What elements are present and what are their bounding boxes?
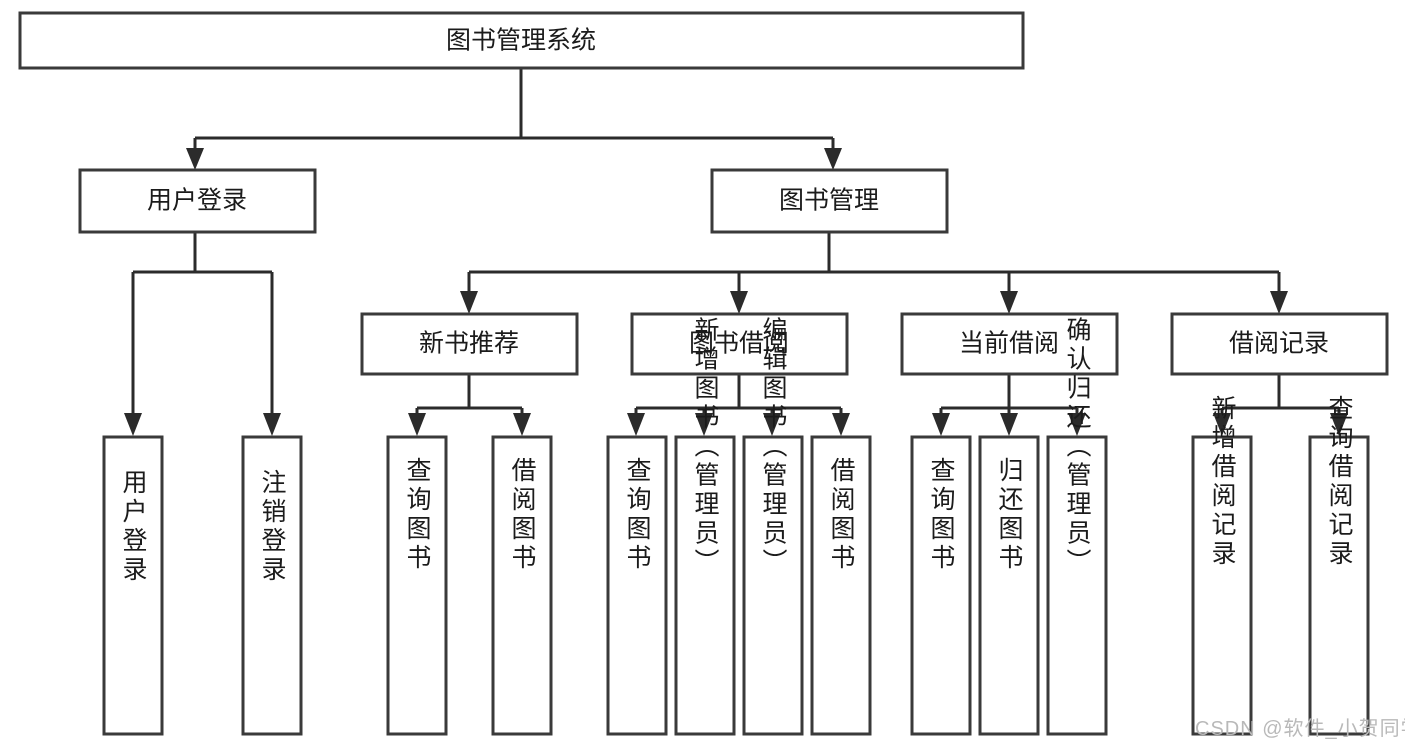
node-leaf-query-book-2-box[interactable] <box>606 435 668 736</box>
arrow-head-new-book-recommend <box>460 291 478 314</box>
node-leaf-user-login-label: 用户登录 <box>119 469 148 585</box>
node-leaf-edit-book[interactable]: 编辑图书（管理员） <box>742 317 804 736</box>
arrow-head-book-manage <box>824 148 842 170</box>
node-leaf-borrow-book-1[interactable]: 借阅图书 <box>491 435 553 736</box>
node-root-label: 图书管理系统 <box>446 27 596 55</box>
node-leaf-borrow-book-1-box[interactable] <box>491 435 553 736</box>
node-book-manage[interactable]: 图书管理 <box>710 168 949 234</box>
node-book-manage-box[interactable] <box>710 168 949 234</box>
node-leaf-query-book-1-label: 查询图书 <box>403 457 432 573</box>
node-leaf-add-book[interactable]: 新增图书（管理员） <box>674 317 736 736</box>
arrow-head-leaf-borrow-book-2 <box>832 413 850 436</box>
node-new-book-recommend-label: 新书推荐 <box>419 330 519 358</box>
arrow-head-leaf-query-book-1 <box>408 413 426 436</box>
node-new-book-recommend[interactable]: 新书推荐 <box>360 312 579 376</box>
node-user-login-box[interactable] <box>78 168 317 234</box>
node-leaf-add-record-box[interactable] <box>1191 435 1253 736</box>
node-leaf-query-book-3-box[interactable] <box>910 435 972 736</box>
node-leaf-query-book-3-label: 查询图书 <box>927 457 956 573</box>
node-leaf-return-book[interactable]: 归还图书 <box>978 435 1040 736</box>
node-leaf-edit-book-label: 编辑图书（管理员） <box>759 317 788 578</box>
node-leaf-confirm-return[interactable]: 确认归还（管理员） <box>1046 317 1108 736</box>
node-leaf-confirm-return-label: 确认归还（管理员） <box>1063 317 1092 578</box>
arrow-head-leaf-confirm-return <box>1068 413 1086 436</box>
arrow-head-leaf-add-record <box>1213 413 1231 436</box>
node-current-borrow-box[interactable] <box>900 312 1119 376</box>
arrow-head-leaf-query-book-3 <box>932 413 950 436</box>
node-leaf-edit-book-box[interactable] <box>742 435 804 736</box>
node-leaf-borrow-book-2-box[interactable] <box>810 435 872 736</box>
node-leaf-query-book-1[interactable]: 查询图书 <box>386 435 448 736</box>
arrow-head-leaf-add-book <box>695 413 713 436</box>
arrow-head-book-borrow <box>730 291 748 314</box>
node-book-manage-label: 图书管理 <box>779 187 879 215</box>
node-leaf-add-record-label: 新增借阅记录 <box>1208 395 1237 569</box>
node-leaf-query-record[interactable]: 查询借阅记录 <box>1308 395 1370 736</box>
node-leaf-logout[interactable]: 注销登录 <box>241 435 303 736</box>
node-leaf-query-record-box[interactable] <box>1308 435 1370 736</box>
arrow-head-leaf-user-login <box>124 413 142 436</box>
node-leaf-add-record[interactable]: 新增借阅记录 <box>1191 395 1253 736</box>
arrow-head-current-borrow <box>1000 291 1018 314</box>
node-leaf-user-login-box[interactable] <box>102 435 164 736</box>
arrow-head-leaf-query-book-2 <box>627 413 645 436</box>
node-leaf-query-record-label: 查询借阅记录 <box>1325 395 1354 569</box>
node-leaf-query-book-1-box[interactable] <box>386 435 448 736</box>
node-leaf-query-book-2[interactable]: 查询图书 <box>606 435 668 736</box>
node-book-borrow-box[interactable] <box>630 312 849 376</box>
arrow-head-leaf-borrow-book-1 <box>513 413 531 436</box>
node-leaf-borrow-book-2-label: 借阅图书 <box>827 457 856 573</box>
node-current-borrow-label: 当前借阅 <box>959 330 1059 358</box>
arrow-head-leaf-return-book <box>1000 413 1018 436</box>
node-leaf-borrow-book-2[interactable]: 借阅图书 <box>810 435 872 736</box>
node-current-borrow[interactable]: 当前借阅 <box>900 312 1119 376</box>
node-root-box[interactable] <box>18 11 1025 70</box>
node-leaf-add-book-label: 新增图书（管理员） <box>691 317 720 578</box>
arrow-head-leaf-edit-book <box>763 413 781 436</box>
node-borrow-record-label: 借阅记录 <box>1229 330 1329 358</box>
csdn-watermark: CSDN @软件_小贺同学 <box>1195 717 1405 740</box>
node-leaf-confirm-return-box[interactable] <box>1046 435 1108 736</box>
node-leaf-borrow-book-1-label: 借阅图书 <box>508 457 537 573</box>
arrow-head-leaf-query-record <box>1330 413 1348 436</box>
node-leaf-query-book-3[interactable]: 查询图书 <box>910 435 972 736</box>
node-root[interactable]: 图书管理系统 <box>18 11 1025 70</box>
node-borrow-record[interactable]: 借阅记录 <box>1170 312 1389 376</box>
node-leaf-return-book-label: 归还图书 <box>995 457 1024 573</box>
node-book-borrow[interactable]: 图书借阅 <box>630 312 849 376</box>
node-leaf-query-book-2-label: 查询图书 <box>623 457 652 573</box>
node-leaf-logout-box[interactable] <box>241 435 303 736</box>
arrow-head-borrow-record <box>1270 291 1288 314</box>
node-user-login-label: 用户登录 <box>147 187 247 215</box>
connector-group <box>124 68 1348 436</box>
node-user-login[interactable]: 用户登录 <box>78 168 317 234</box>
node-leaf-user-login[interactable]: 用户登录 <box>102 435 164 736</box>
node-leaf-logout-label: 注销登录 <box>258 469 287 585</box>
node-new-book-recommend-box[interactable] <box>360 312 579 376</box>
node-leaf-return-book-box[interactable] <box>978 435 1040 736</box>
arrow-head-user-login <box>186 148 204 170</box>
node-leaf-add-book-box[interactable] <box>674 435 736 736</box>
arrow-head-leaf-logout <box>263 413 281 436</box>
node-borrow-record-box[interactable] <box>1170 312 1389 376</box>
node-book-borrow-label: 图书借阅 <box>689 330 789 358</box>
